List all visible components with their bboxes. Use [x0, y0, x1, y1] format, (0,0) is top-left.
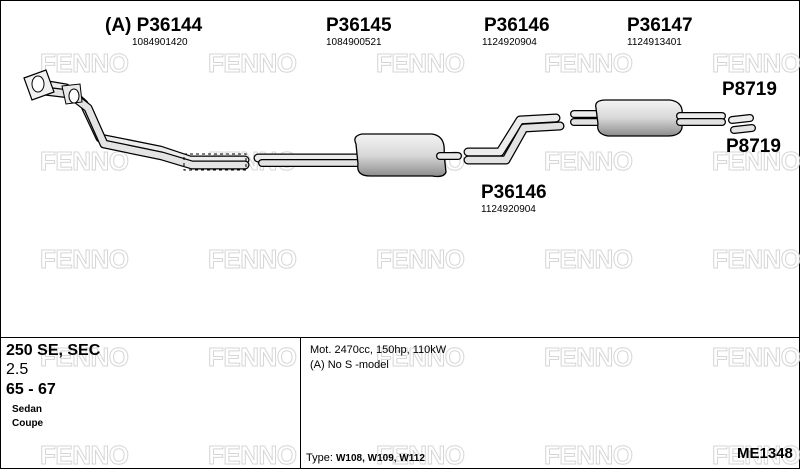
watermark-logo: FENNO: [376, 440, 466, 471]
model-note: (A) No S -model: [310, 359, 389, 371]
part-label-3: P36146: [484, 15, 550, 36]
front-pipe: [23, 69, 250, 171]
watermark-logo: FENNO: [208, 48, 298, 79]
info-panel-column-divider: [300, 337, 301, 469]
part-prefix: (A): [105, 15, 132, 36]
middle-silencer: [253, 133, 462, 178]
watermark-logo: FENNO: [544, 146, 634, 177]
watermark-logo: FENNO: [40, 440, 130, 471]
body-type-coupe: Coupe: [12, 418, 44, 429]
type-label: Type:: [306, 452, 333, 464]
engine-size: 2.5: [6, 361, 29, 378]
vehicle-model: 250 SE, SEC: [6, 342, 101, 359]
diagram-reference: ME1348: [737, 445, 793, 462]
part-label-7: P36146: [481, 182, 547, 203]
watermark-logo: FENNO: [40, 48, 130, 79]
intermediate-pipe: [463, 113, 565, 165]
watermark-logo: FENNO: [544, 440, 634, 471]
tail-pipes: [728, 114, 756, 134]
watermark-logo: FENNO: [208, 244, 298, 275]
vehicle-type: Type: W108, W109, W112: [306, 452, 425, 465]
oe-number-2: 1084900521: [326, 37, 382, 48]
part-number: P36144: [136, 15, 203, 36]
watermark-logo: FENNO: [40, 342, 130, 373]
rear-silencer: [570, 99, 726, 137]
part-label-1: (A) P36144: [105, 16, 202, 35]
watermark-logo: FENNO: [376, 244, 466, 275]
part-label-6: P8719: [726, 136, 781, 157]
watermark-logo: FENNO: [712, 342, 800, 373]
part-label-2: P36145: [326, 15, 392, 36]
watermark-logo: FENNO: [544, 244, 634, 275]
watermark-logo: FENNO: [712, 146, 800, 177]
watermark-logo: FENNO: [712, 244, 800, 275]
watermark-logo: FENNO: [544, 342, 634, 373]
oe-number-1: 1084901420: [132, 37, 188, 48]
front-flange: [23, 69, 83, 105]
production-years: 65 - 67: [6, 381, 56, 398]
type-value: W108, W109, W112: [335, 453, 425, 464]
watermark-logo: FENNO: [40, 244, 130, 275]
oe-number-7: 1124920904: [481, 204, 536, 215]
exhaust-system-diagram: [23, 69, 756, 178]
engine-spec: Mot. 2470cc, 150hp, 110kW: [310, 344, 447, 356]
info-panel-divider: [0, 337, 800, 338]
part-label-5: P8719: [722, 79, 777, 100]
oe-number-4: 1124913401: [627, 37, 682, 48]
watermark-logo: FENNO: [712, 48, 800, 79]
watermark-logo: FENNO: [376, 342, 466, 373]
watermark-logo: FENNO: [712, 440, 800, 471]
watermark-logo: FENNO: [544, 48, 634, 79]
body-type-sedan: Sedan: [12, 404, 43, 415]
oe-number-3: 1124920904: [482, 37, 537, 48]
watermark-logo: FENNO: [208, 440, 298, 471]
watermark-logo: FENNO: [208, 342, 298, 373]
watermark-logo: FENNO: [376, 48, 466, 79]
part-label-4: P36147: [627, 15, 693, 36]
